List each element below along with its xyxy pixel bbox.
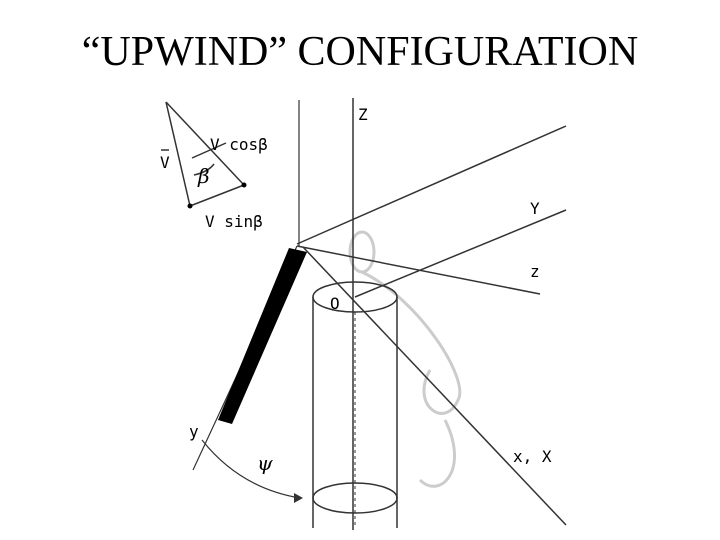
slide-title: “UPWIND” CONFIGURATION [81, 29, 639, 75]
y-axis-upper-line [296, 125, 567, 245]
label-Z: Z [358, 105, 368, 124]
label-y: y [189, 422, 199, 441]
tower-cylinder [312, 281, 398, 528]
y-axis-line [354, 209, 567, 298]
label-v-vector: V [160, 153, 170, 172]
label-Y: Y [530, 199, 540, 218]
label-psi: ψ [257, 451, 273, 475]
x-axis-line [302, 246, 567, 526]
label-origin: O [330, 294, 340, 313]
psi-arrowhead [294, 493, 303, 503]
blade [218, 248, 307, 424]
psi-arc [201, 439, 301, 499]
label-v-cos-beta: V cosβ [210, 135, 268, 154]
label-z: z [530, 262, 540, 281]
background-swirl [348, 230, 462, 488]
velocity-point-corner [241, 182, 247, 188]
velocity-point-tip [187, 203, 193, 209]
label-v-sin-beta: V sinβ [205, 212, 263, 231]
velocity-triangle [165, 101, 245, 207]
small-z-axis-line [296, 245, 541, 295]
label-beta: β [197, 164, 210, 188]
label-x-X: x, X [513, 447, 552, 466]
